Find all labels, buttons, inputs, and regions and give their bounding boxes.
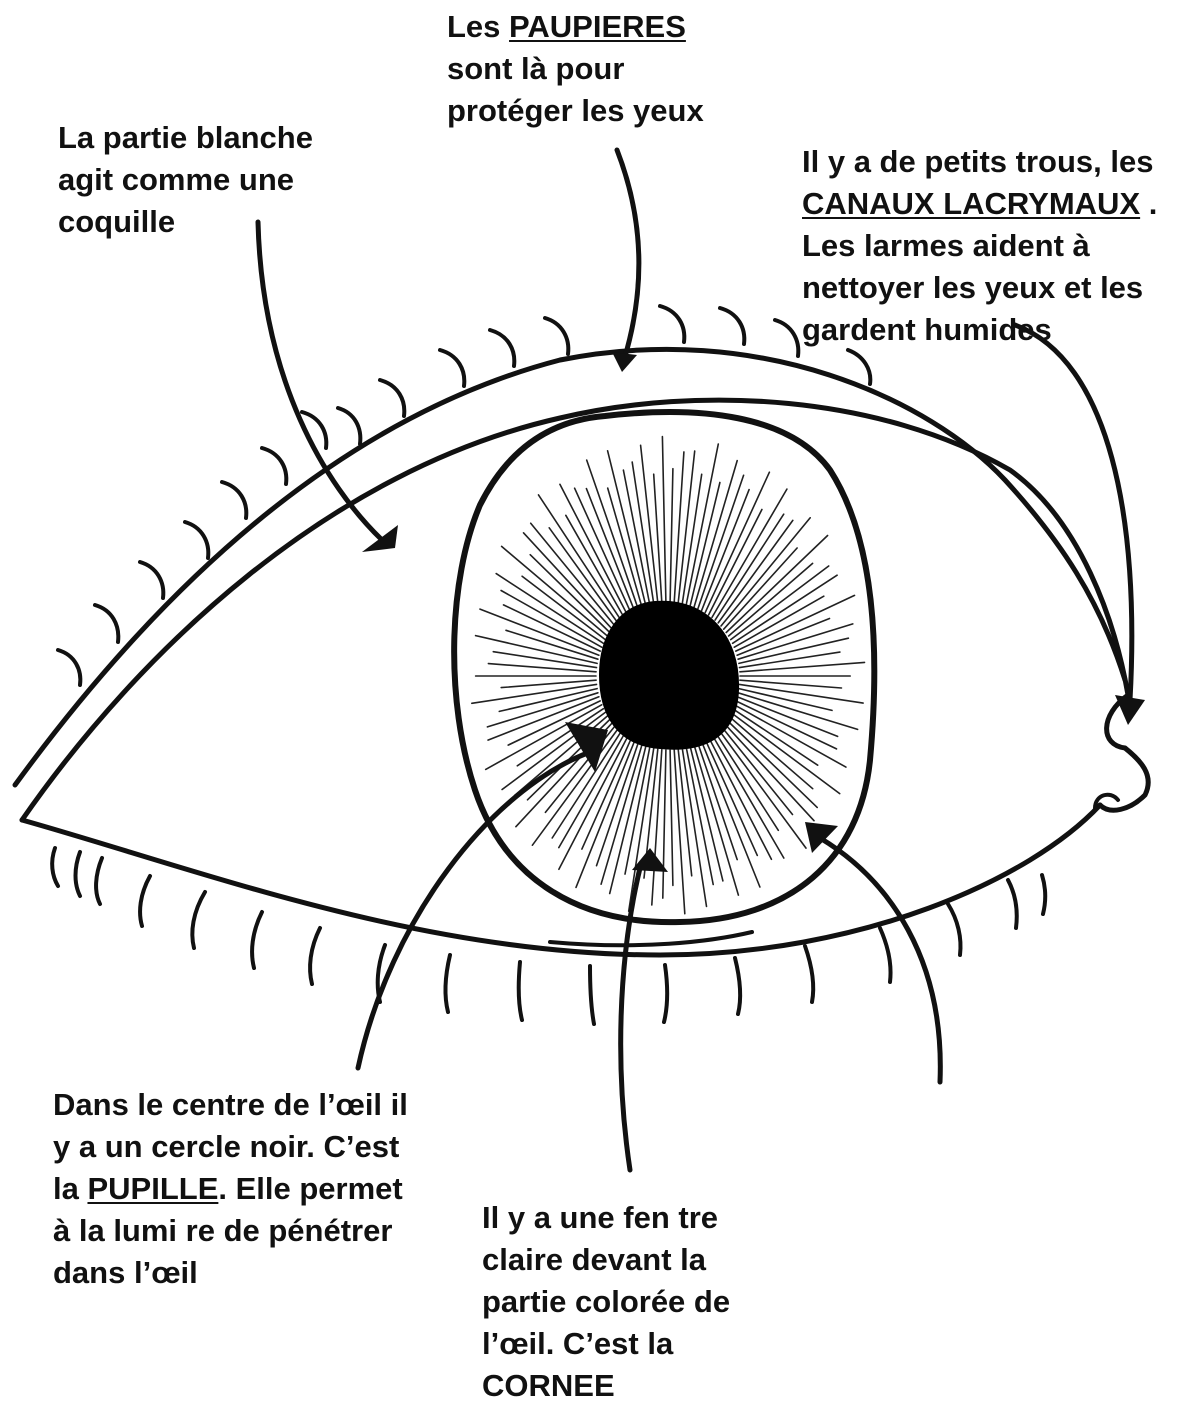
label-text: . (1140, 186, 1157, 221)
term-pupille: PUPILLE (87, 1171, 218, 1206)
label-pupille-line4: à la lumi re de pénétrer (53, 1210, 408, 1252)
label-pupille-line1: Dans le centre de l’œil il (53, 1084, 408, 1126)
label-cornee-line4: l’œil. C’est la (482, 1323, 730, 1365)
label-cornee: Il y a une fen tre claire devant la part… (482, 1197, 730, 1407)
label-canaux-line3: Les larmes aident à (802, 225, 1157, 267)
label-pupille-line5: dans l’œil (53, 1252, 408, 1294)
label-cornee-line5: CORNEE (482, 1365, 730, 1407)
label-canaux-line4: nettoyer les yeux et les (802, 267, 1157, 309)
label-pupille-line3: la PUPILLE. Elle permet (53, 1168, 408, 1210)
label-text: . Elle permet (218, 1171, 402, 1206)
label-canaux-line1: Il y a de petits trous, les (802, 141, 1157, 183)
label-canaux-lacrymaux: Il y a de petits trous, les CANAUX LACRY… (802, 141, 1157, 351)
lower-lid-inner-line (550, 932, 752, 945)
label-blanche-line1: La partie blanche (58, 117, 313, 159)
label-blanche-line3: coquille (58, 201, 313, 243)
pointer-arrow-canaux-lacrymaux (1015, 325, 1145, 725)
label-paupieres-line1: Les PAUPIERES (447, 6, 704, 48)
label-blanche-line2: agit comme une (58, 159, 313, 201)
label-text: la (53, 1171, 87, 1206)
label-pupille-line2: y a un cercle noir. C’est (53, 1126, 408, 1168)
label-cornee-line3: partie colorée de (482, 1281, 730, 1323)
label-canaux-line2: CANAUX LACRYMAUX . (802, 183, 1157, 225)
label-canaux-line5: gardent humides (802, 309, 1157, 351)
term-paupieres: PAUPIERES (509, 9, 686, 44)
label-paupieres: Les PAUPIERES sont là pour protéger les … (447, 6, 704, 132)
label-cornee-line1: Il y a une fen tre (482, 1197, 730, 1239)
label-paupieres-line2: sont là pour (447, 48, 704, 90)
term-canaux-lacrymaux: CANAUX LACRYMAUX (802, 186, 1140, 221)
label-text: Les (447, 9, 509, 44)
label-cornee-line2: claire devant la (482, 1239, 730, 1281)
label-paupieres-line3: protéger les yeux (447, 90, 704, 132)
pointer-arrow-paupieres (612, 150, 639, 372)
label-pupille: Dans le centre de l’œil il y a un cercle… (53, 1084, 408, 1294)
label-partie-blanche: La partie blanche agit comme une coquill… (58, 117, 313, 243)
